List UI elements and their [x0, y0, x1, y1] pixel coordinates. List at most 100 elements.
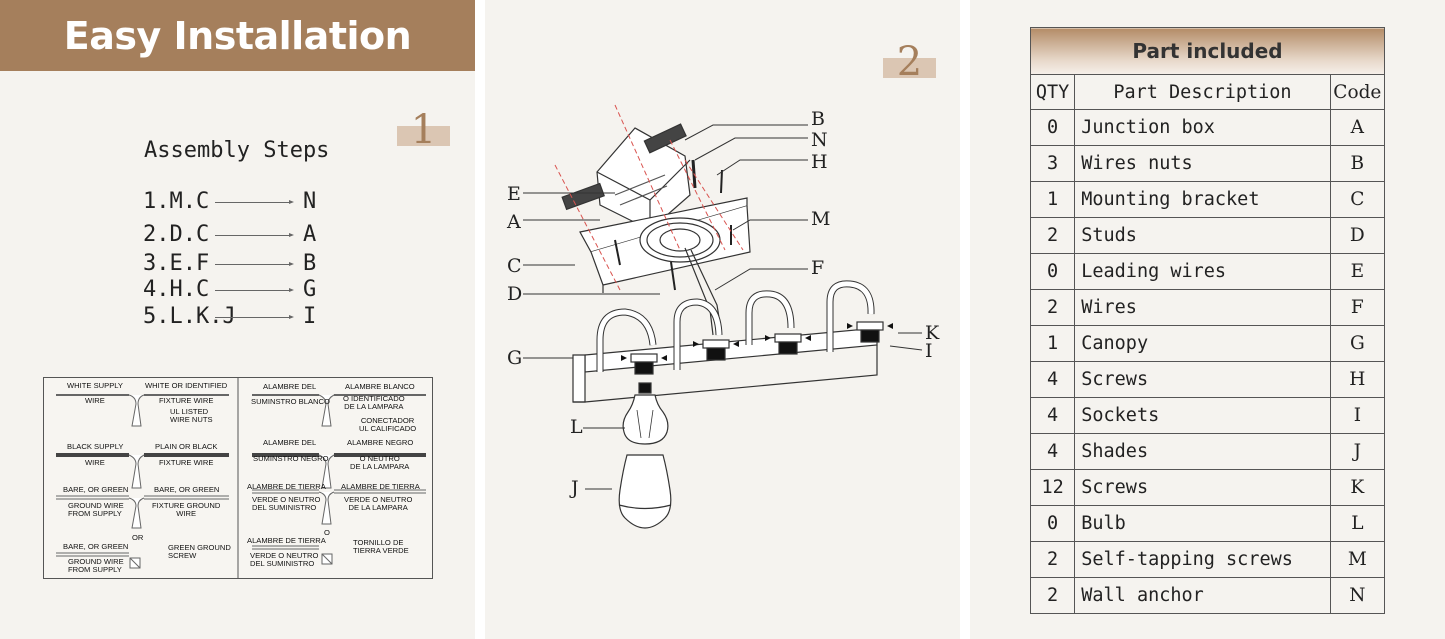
cell-description: Screws [1074, 469, 1331, 506]
cell-code: D [1329, 217, 1386, 254]
cell-description: Studs [1074, 217, 1331, 254]
panel-exploded-diagram: 2 [485, 0, 960, 639]
cell-qty: 2 [1029, 217, 1076, 254]
cell-code: N [1329, 577, 1386, 614]
wiring-label: ALAMBRE BLANCO [345, 382, 415, 391]
wiring-label: PLAIN OR BLACK [155, 442, 218, 451]
step-target: G [303, 277, 317, 302]
diagram-label-A: A [507, 211, 521, 233]
diagram-label-F: F [811, 257, 825, 279]
diagram-label-J: J [571, 477, 579, 499]
step-target: N [303, 189, 317, 214]
cell-description: Leading wires [1074, 253, 1331, 290]
wiring-label: BARE, OR GREEN [63, 542, 129, 551]
diagram-label-E: E [507, 183, 521, 205]
wiring-label: UL LISTED WIRE NUTS [170, 407, 213, 424]
exploded-view-diagram [523, 104, 923, 529]
wiring-label: GREEN GROUND SCREW [168, 543, 231, 560]
cell-qty: 0 [1029, 505, 1076, 542]
cell-qty: 12 [1029, 469, 1076, 506]
cell-code: A [1329, 109, 1386, 146]
diagram-label-M: M [811, 208, 831, 230]
cell-qty: 1 [1029, 181, 1076, 218]
cell-qty: 1 [1029, 325, 1076, 362]
step-number: 2 [896, 39, 923, 85]
cell-qty: 4 [1029, 433, 1076, 470]
cell-description: Bulb [1074, 505, 1331, 542]
arrow-line [215, 288, 294, 292]
wiring-label: GROUND WIRE FROM SUPPLY [68, 501, 124, 518]
wiring-label: SUMINSTRO NEGRO [253, 454, 329, 463]
cell-description: Self-tapping screws [1074, 541, 1331, 578]
wiring-label: O IDENTIFICADO DE LA LAMPARA [343, 394, 405, 411]
diagram-label-K: K [925, 322, 940, 344]
wiring-diagram-graphics [56, 378, 426, 578]
cell-code: G [1329, 325, 1386, 362]
wiring-label: VERDE O NEUTRO DEL SUMINISTRO [250, 551, 319, 568]
diagram-label-I: I [925, 340, 933, 362]
cell-description: Wires [1074, 289, 1331, 326]
wiring-label: WIRE [85, 396, 105, 405]
cell-code: E [1329, 253, 1386, 290]
table-title: Part included [1030, 27, 1385, 75]
cell-description: Junction box [1074, 109, 1331, 146]
wiring-label: VERDE O NEUTRO DE LA LAMPARA [344, 495, 413, 512]
wiring-label: O [324, 528, 330, 537]
step-number-badge: 2 [883, 42, 936, 82]
cell-qty: 0 [1029, 109, 1076, 146]
panel-assembly-steps: Easy Installation 1 Assembly Steps 1.M.C… [0, 0, 475, 639]
step-parts: 1.M.C [143, 189, 210, 214]
diagram-label-C: C [507, 255, 522, 277]
step-parts: 4.H.C [143, 277, 210, 302]
column-header-code: Code [1329, 74, 1386, 110]
step-number: 1 [410, 107, 437, 153]
arrow-line [215, 262, 294, 266]
cell-description: Wires nuts [1074, 145, 1331, 182]
column-header-qty: QTY [1029, 74, 1076, 110]
wiring-label: FIXTURE WIRE [159, 458, 214, 467]
wiring-label: WHITE SUPPLY [67, 381, 123, 390]
step-target: I [303, 304, 317, 329]
wiring-label: FIXTURE WIRE [159, 396, 214, 405]
step-number-badge: 1 [397, 110, 450, 150]
step-parts: 2.D.C [143, 222, 210, 247]
wiring-label: BARE, OR GREEN [154, 485, 220, 494]
table-header-row: QTY Part Description Code [1029, 74, 1386, 110]
cell-code: C [1329, 181, 1386, 218]
wiring-label: CONECTADOR UL CALIFICADO [359, 416, 417, 433]
wiring-label: ALAMBRE DE TIERRA [341, 482, 420, 491]
diagram-label-B: B [811, 108, 825, 130]
wiring-label: WIRE [85, 458, 105, 467]
diagram-label-D: D [507, 283, 523, 305]
cell-qty: 4 [1029, 397, 1076, 434]
arrow-line [215, 200, 294, 204]
wiring-label: ALAMBRE DE TIERRA [247, 536, 326, 545]
wiring-label: VERDE O NEUTRO DEL SUMINISTRO [252, 495, 321, 512]
wiring-label: BARE, OR GREEN [63, 485, 129, 494]
diagram-label-N: N [811, 129, 828, 151]
wiring-label: O NEUTRO DE LA LAMPARA [350, 454, 410, 471]
cell-qty: 2 [1029, 289, 1076, 326]
cell-code: J [1329, 433, 1386, 470]
diagram-label-L: L [570, 416, 583, 438]
wiring-label: ALAMBRE DEL [263, 438, 317, 447]
cell-qty: 2 [1029, 577, 1076, 614]
cell-code: L [1329, 505, 1386, 542]
arrow-line [215, 315, 294, 319]
panel-parts-list: Part included QTY Part Description Code … [970, 0, 1445, 639]
wiring-label: ALAMBRE DE TIERRA [247, 482, 326, 491]
table-title-row: Part included [1030, 27, 1385, 75]
cell-description: Canopy [1074, 325, 1331, 362]
